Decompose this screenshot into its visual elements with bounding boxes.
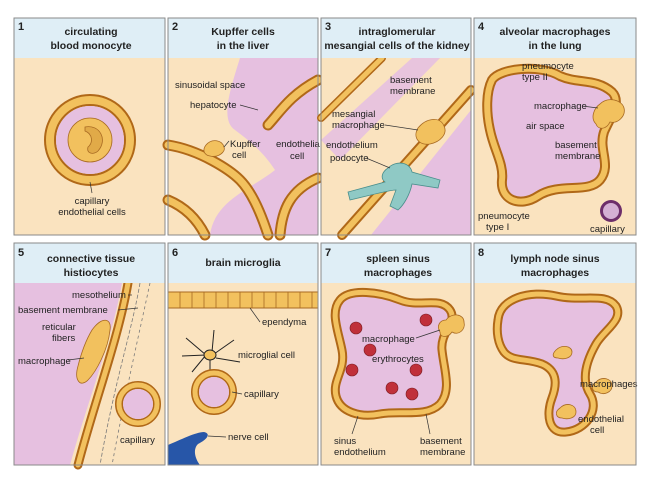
- label-capillary: capillary: [244, 389, 279, 400]
- label-kupffer: Kupffer: [230, 139, 260, 150]
- panel-4-number: 4: [478, 21, 485, 33]
- erythrocytes: [345, 313, 433, 401]
- label-capillary: capillary: [75, 196, 110, 207]
- label-basement-membrane: membrane: [555, 151, 600, 162]
- label-mesangial-macrophage: macrophage: [332, 120, 385, 131]
- panel-5-title-line1: connective tissue: [47, 253, 135, 265]
- microglial-cell: [181, 329, 241, 378]
- label-endothelial: endothelial: [578, 414, 624, 425]
- panel-8-number: 8: [478, 247, 484, 259]
- panel-2-title-line1: Kupffer cells: [211, 26, 275, 38]
- label-macrophage: macrophage: [534, 101, 587, 112]
- label-endothelium: endothelium: [326, 140, 378, 151]
- label-mesangial: mesangial: [332, 109, 375, 120]
- label-endothelial-cell: cell: [590, 425, 604, 436]
- lung-capillary: [600, 200, 622, 222]
- label-basement-membrane: membrane: [420, 447, 465, 458]
- podocyte: [347, 162, 441, 211]
- panel-6-number: 6: [172, 247, 178, 259]
- panel-5: 5 connective tissue histiocytes mesothel…: [13, 242, 166, 470]
- label-erythrocytes: erythrocytes: [372, 354, 424, 365]
- label-mesothelium: mesothelium: [72, 290, 126, 301]
- panel-1: 1 circulating blood monocyte capillary e…: [13, 17, 166, 236]
- panel-6-title: brain microglia: [205, 257, 280, 269]
- panel-8-title-line1: lymph node sinus: [510, 253, 599, 265]
- label-basement-membrane: membrane: [390, 86, 435, 97]
- label-sinus-endothelium: endothelium: [334, 447, 386, 458]
- label-podocyte: podocyte: [330, 153, 369, 164]
- histiocyte-macrophage: [76, 319, 111, 384]
- label-air-space: air space: [526, 121, 565, 132]
- lymph-macrophages: [552, 346, 613, 420]
- label-sinus: sinus: [334, 436, 356, 447]
- panel-8: 8 lymph node sinus macrophages macrophag…: [473, 242, 638, 466]
- label-macrophages: macrophages: [580, 379, 638, 390]
- label-macrophage: macrophage: [362, 334, 415, 345]
- panel-7-number: 7: [325, 247, 331, 259]
- panel-2: 2 Kupffer cells in the liver sinusoidal …: [162, 17, 324, 241]
- panel-1-title-line1: circulating: [64, 26, 117, 38]
- panel-4-title-line1: alveolar macrophages: [500, 26, 611, 38]
- label-basement-membrane: basement membrane: [18, 305, 108, 316]
- panel-1-title-line2: blood monocyte: [50, 40, 131, 52]
- panel-1-number: 1: [18, 21, 24, 33]
- label-macrophage: macrophage: [18, 356, 71, 367]
- label-pneumocyte-i: pneumocyte: [478, 211, 530, 222]
- label-endothelial-cell: cell: [290, 151, 304, 162]
- label-endothelial: endothelial: [276, 139, 322, 150]
- label-basement: basement: [420, 436, 462, 447]
- capillary-leader: [89, 181, 93, 194]
- reticular-fibers: [99, 282, 141, 466]
- panel-7-title-line1: spleen sinus: [366, 253, 430, 265]
- label-type-i: type I: [486, 222, 509, 233]
- blood-monocyte: [67, 117, 113, 163]
- panel-3-title-line2: mesangial cells of the kidney: [324, 40, 469, 52]
- label-sinusoidal-space: sinusoidal space: [175, 80, 245, 91]
- panel-8-title-line2: macrophages: [521, 267, 589, 279]
- label-basement: basement: [390, 75, 432, 86]
- lymph-sinus: [492, 289, 623, 437]
- panel-6: 6 brain microglia ependyma microglial ce…: [167, 242, 319, 466]
- brain-capillary: [191, 369, 237, 415]
- sinus-macrophage: [438, 314, 465, 337]
- label-capillary: capillary: [590, 224, 625, 235]
- label-nerve-cell: nerve cell: [228, 432, 269, 443]
- mesangial-macrophage: [415, 119, 446, 145]
- panel-5-title-line2: histiocytes: [64, 267, 119, 279]
- label-kupffer-cell: cell: [232, 150, 246, 161]
- tissue-capillary: [115, 381, 161, 427]
- ependyma-layer: [167, 291, 319, 309]
- panel-2-title-line2: in the liver: [217, 40, 270, 52]
- label-microglial-cell: microglial cell: [238, 350, 295, 361]
- label-fibers: fibers: [52, 333, 75, 344]
- label-basement: basement: [555, 140, 597, 151]
- panel-3-title-line1: intraglomerular: [358, 26, 435, 38]
- kupffer-cell: [203, 140, 230, 157]
- alveolar-macrophage: [592, 99, 625, 129]
- panel-4: 4 alveolar macrophages in the lung pneum…: [473, 17, 637, 236]
- panel-2-number: 2: [172, 21, 178, 33]
- label-endothelial-cells: endothelial cells: [58, 207, 126, 218]
- label-type-ii: type II: [522, 72, 548, 83]
- label-reticular: reticular: [42, 322, 76, 333]
- alveolus: [482, 63, 621, 207]
- label-hepatocyte: hepatocyte: [190, 100, 236, 111]
- label-ependyma: ependyma: [262, 317, 307, 328]
- panel-3-number: 3: [325, 21, 331, 33]
- panel-7-title-line2: macrophages: [364, 267, 432, 279]
- panel-3: 3 intraglomerular mesangial cells of the…: [317, 17, 476, 240]
- panel-7: 7 spleen sinus macrophages macrophage er…: [320, 242, 472, 466]
- nerve-cell: [168, 432, 208, 465]
- panel-4-title-line2: in the lung: [528, 40, 581, 52]
- label-capillary: capillary: [120, 435, 155, 446]
- panel-5-number: 5: [18, 247, 24, 259]
- label-pneumocyte-ii: pneumocyte: [522, 61, 574, 72]
